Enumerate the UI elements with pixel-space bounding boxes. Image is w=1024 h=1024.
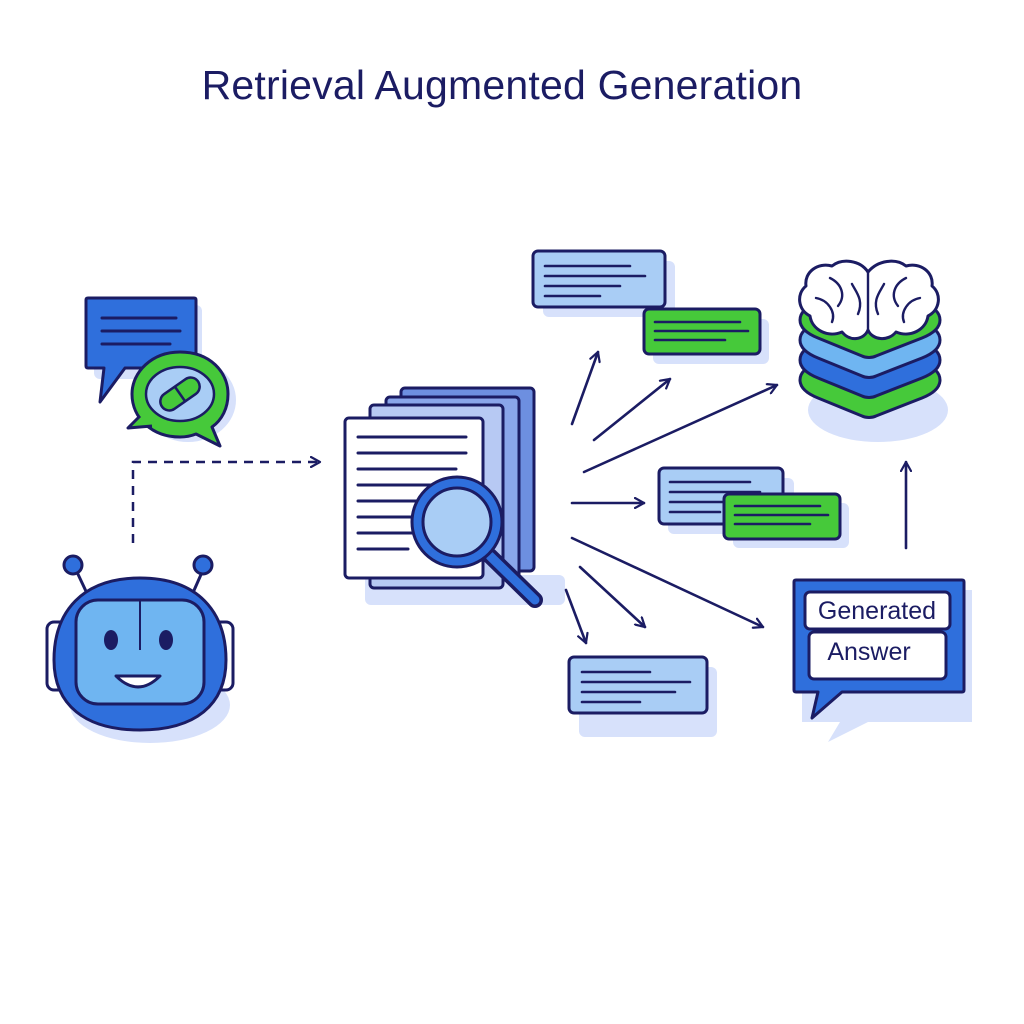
- arrow-to-knowledge: [582, 385, 779, 474]
- diagram-title: Retrieval Augmented Generation: [201, 62, 803, 108]
- snippet-card-bottom: [567, 655, 717, 737]
- snippet-card-top-green: [642, 307, 769, 364]
- arrow-to-top-snippet: [570, 350, 598, 426]
- arrow-to-mid-bottom: [578, 565, 647, 629]
- answer-bubble-icon: Generated Answer: [792, 578, 972, 742]
- brain-layers-icon: [798, 259, 948, 442]
- arrow-to-answer: [570, 536, 765, 627]
- answer-line-2: Answer: [827, 638, 910, 666]
- query-connector: [131, 462, 320, 543]
- snippet-card-middle-green: [722, 492, 849, 548]
- arrow-to-green-snippet: [592, 377, 672, 442]
- answer-line-1: Generated: [818, 597, 936, 625]
- retrieval-arrows: [564, 350, 779, 645]
- chat-bubbles-icon: [84, 296, 236, 448]
- documents-magnifier-icon: [343, 386, 565, 608]
- arrow-to-bottom-snippet: [564, 588, 586, 645]
- snippet-card-top: [531, 249, 675, 317]
- robot-icon: [45, 554, 235, 743]
